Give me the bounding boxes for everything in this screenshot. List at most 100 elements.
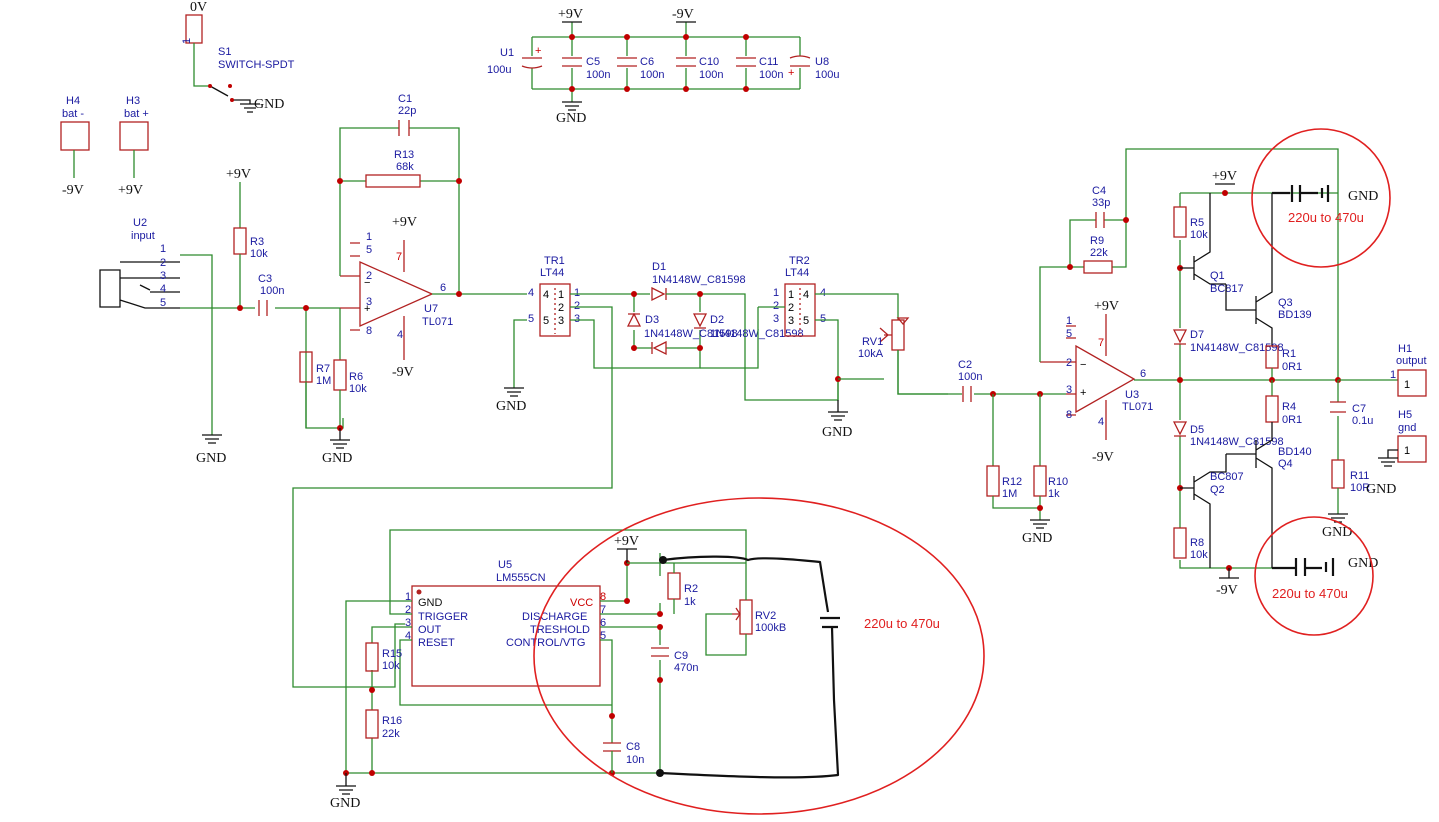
svg-text:4: 4 [405,630,411,642]
svg-text:4: 4 [1098,416,1104,428]
r3-ref: R3 [250,236,264,248]
rv2-ref: RV2 [755,610,776,622]
power-label-out-top: +9V [1212,169,1237,184]
q1-value: BC817 [1210,283,1244,295]
d2-value: 1N4148W_C81598 [710,328,804,340]
resistor-r13: R13 68k [365,149,421,188]
q3-value: BD139 [1278,309,1312,321]
rv1-value: 10kA [858,348,884,360]
annotation-circle-top [1251,128,1391,268]
header-h4: H4 bat - -9V [60,95,90,198]
gnd-label-555: GND [330,796,360,811]
resistor-r11: R11 10R GND GND [1322,459,1396,540]
svg-text:8: 8 [600,591,606,603]
diode-d2: D2 1N4148W_C81598 [692,313,804,340]
h1-ref: H1 [1398,343,1412,355]
u5-pin-out: OUT [418,624,442,636]
capacitor-u8: + [788,55,813,79]
d1-value: 1N4148W_C81598 [652,274,746,286]
rv2-value: 100kB [755,622,786,634]
gnd-label-tr1: GND [496,399,526,414]
svg-text:6: 6 [440,282,446,294]
svg-text:4: 4 [160,283,166,295]
u5-pin-gnd: GND [418,597,443,609]
q2-value: BC807 [1210,471,1244,483]
d5-value: 1N4148W_C81598 [1190,436,1284,448]
u7-value: TL071 [422,316,453,328]
rv1-ref: RV1 [862,336,883,348]
diode-d5: D5 1N4148W_C81598 [1172,421,1284,448]
potentiometer-rv1: RV1 10kA [858,317,910,360]
svg-text:1: 1 [788,289,794,301]
c3-ref: C3 [258,273,272,285]
added-capacitor-bottom: GND 220u to 470u [1254,516,1378,636]
power-label-h4: -9V [62,183,84,198]
power-label-u7-bot: -9V [392,365,414,380]
power-label-u7-top: +9V [392,215,417,230]
svg-text:4: 4 [803,289,809,301]
q2-ref: Q2 [1210,484,1225,496]
resistor-r5: R5 10k [1173,206,1208,241]
power-label-u3-bot: -9V [1092,450,1114,465]
q1-ref: Q1 [1210,270,1225,282]
h1-value: output [1396,355,1427,367]
u7-ref: U7 [424,303,438,315]
c7-value: 0.1u [1352,415,1373,427]
capacitor-c10 [675,56,697,68]
header-h5: 1 H5 gnd [1378,409,1427,467]
q3-ref: Q3 [1278,297,1293,309]
r5-ref: R5 [1190,217,1204,229]
annotation-note-top: 220u to 470u [1288,210,1364,225]
resistor-r16: R16 22k [365,709,402,740]
svg-text:1: 1 [1404,379,1410,391]
svg-text:3: 3 [773,313,779,325]
u5-pin-reset: RESET [418,637,455,649]
svg-text:2: 2 [160,257,166,269]
transistor-q2: BC807 Q2 [1180,454,1244,568]
r6-ref: R6 [349,371,363,383]
c1-ref: C1 [398,93,412,105]
d1-ref: D1 [652,261,666,273]
c6-ref: C6 [640,56,654,68]
svg-text:1: 1 [773,287,779,299]
c10-value: 100n [699,69,723,81]
annotation-circle-bottom [1254,516,1374,636]
c1-value: 22p [398,105,416,117]
r1-value: 0R1 [1282,361,1302,373]
svg-text:3: 3 [574,313,580,325]
power-label-555: +9V [614,534,639,549]
r12-value: 1M [1002,488,1017,500]
u5-pin-trigger: TRIGGER [418,611,468,623]
svg-text:5: 5 [1066,328,1072,340]
svg-text:7: 7 [1098,337,1104,349]
d7-value: 1N4148W_C81598 [1190,342,1284,354]
svg-text:7: 7 [600,604,606,616]
r4-value: 0R1 [1282,414,1302,426]
power-label-u3-top: +9V [1094,299,1119,314]
r8-ref: R8 [1190,537,1204,549]
r3-value: 10k [250,248,268,260]
annotation-note-555: 220u to 470u [864,616,940,631]
u5-pin-vcc: VCC [570,597,593,609]
gnd-label-r11: GND [1366,482,1396,497]
c11-value: 100n [759,69,783,81]
tr1-ref: TR1 [544,255,565,267]
c2-value: 100n [958,371,982,383]
svg-text:3: 3 [366,296,372,308]
svg-text:2: 2 [574,300,580,312]
c9-ref: C9 [674,650,688,662]
power-label-r3: +9V [226,167,251,182]
svg-text:4: 4 [528,287,534,299]
svg-text:1: 1 [366,231,372,243]
svg-text:+: + [1080,387,1086,399]
c3-value: 100n [260,285,284,297]
svg-text:5: 5 [366,244,372,256]
h4-ref: H4 [66,95,80,107]
r15-ref: R15 [382,648,402,660]
c5-value: 100n [586,69,610,81]
gnd-label-decoupling: GND [556,111,586,126]
svg-text:2: 2 [366,270,372,282]
gnd-label-tr2: GND [822,425,852,440]
r15-value: 10k [382,660,400,672]
